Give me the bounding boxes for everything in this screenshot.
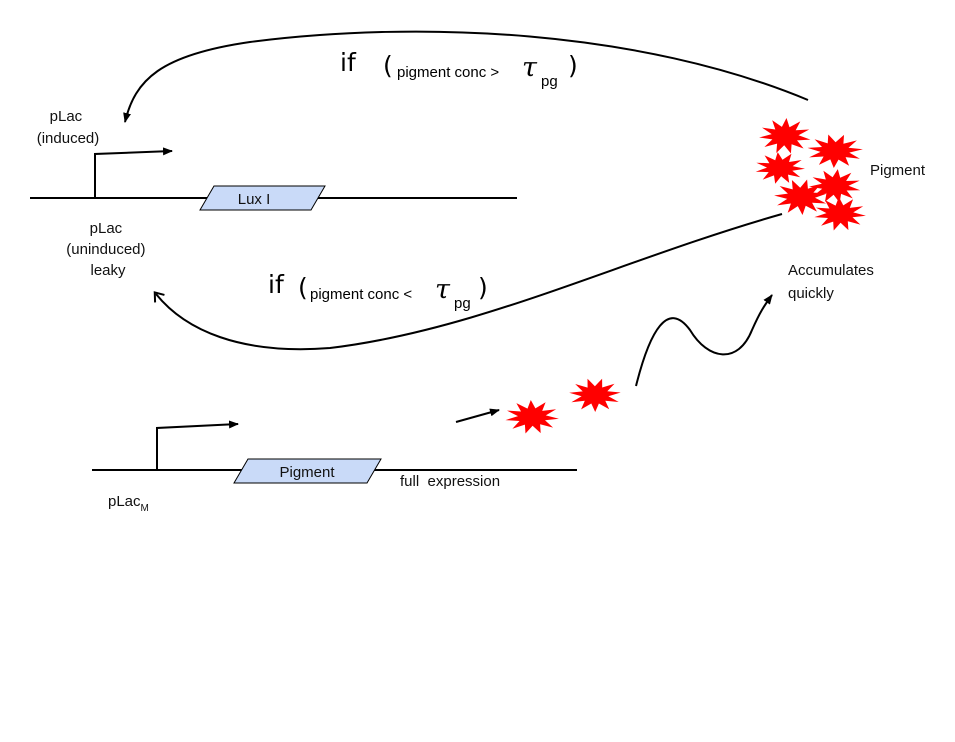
full-expression-label: full expression [400,473,500,490]
bottom-condition-open-paren: ( [298,273,308,302]
bottom-feedback-arrow [153,213,783,351]
pigment-burst [774,179,828,215]
pigment-burst [755,152,805,184]
pigment-gene-label: Pigment [279,464,335,481]
luxi-gene-label: Lux I [238,191,271,208]
bottom-condition-text: pigment conc < [310,286,412,303]
bottom-condition-close-paren: ) [478,273,488,302]
bottom-condition-if: if [268,270,285,299]
bottom-condition-subscript: pg [454,295,471,312]
pigment-burst [569,378,621,412]
upper-construct: pLac (induced) pLac (uninduced) leaky Lu… [30,108,517,279]
luxi-gene-box [199,185,326,211]
bottom-condition: if ( pigment conc < τ pg ) [268,270,488,312]
pigment-burst [759,118,811,154]
top-condition-if: if [340,48,357,77]
accumulation-wavy-arrow [635,294,773,387]
bottom-condition-tau: τ [435,274,451,305]
top-condition-tau: τ [522,52,538,83]
upper-promoter-arrow [94,147,173,198]
lower-promoter-arrow [156,420,239,470]
accumulates-quickly-label: Accumulates quickly [788,262,878,302]
top-feedback-arrow [123,30,809,123]
expression-arrow [455,408,500,423]
pigment-cluster-label: Pigment [870,162,926,179]
plac-uninduced-label: pLac (uninduced) leaky [66,220,149,279]
lower-construct: Pigment full expression pLacM [92,420,577,514]
pigment-burst [814,197,866,231]
pigment-gene-box [233,458,382,484]
placm-label: pLacM [108,493,149,514]
top-condition: if ( pigment conc > τ pg ) [340,48,578,90]
top-condition-open-paren: ( [383,51,393,80]
pigment-bursts [505,118,866,434]
top-condition-subscript: pg [541,73,558,90]
pigment-burst [809,169,861,203]
pigment-burst [807,134,863,168]
pigment-burst [505,400,559,434]
top-condition-text: pigment conc > [397,64,499,81]
plac-induced-label: pLac (induced) [37,108,100,147]
top-condition-close-paren: ) [568,51,578,80]
